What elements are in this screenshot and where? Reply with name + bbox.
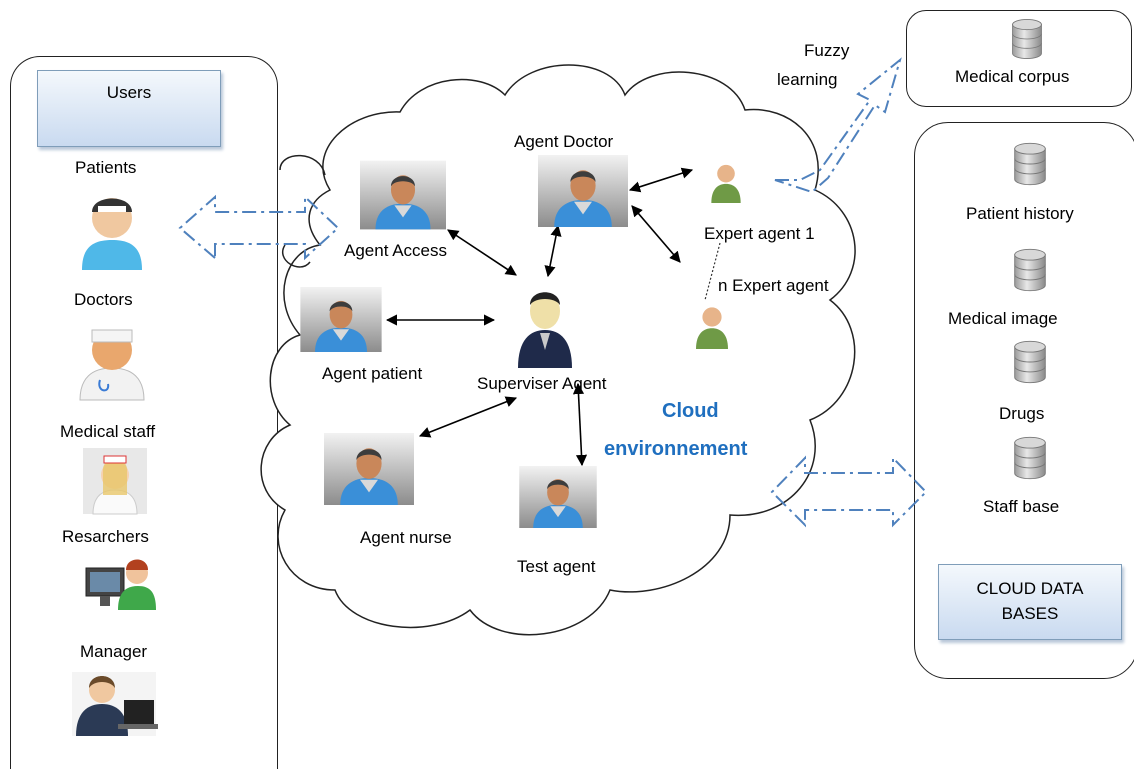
test-agent-icon [519, 466, 597, 528]
db-label-patient-history: Patient history [966, 204, 1074, 223]
researcher-icon [85, 559, 156, 610]
db-label-staff-base: Staff base [983, 497, 1060, 516]
cloud-title-line2: environnement [604, 438, 748, 460]
agent-doctor-icon [538, 155, 628, 227]
patient-icon [82, 198, 142, 270]
fuzzy-label: Fuzzy [804, 41, 850, 60]
patient-history-db-icon [1014, 142, 1046, 186]
agent-doctor-label: Agent Doctor [514, 132, 614, 151]
cloud-data-bases-line2: BASES [1001, 604, 1059, 623]
doctor-icon [79, 329, 145, 401]
medical-image-db-icon [1014, 248, 1046, 292]
expert-agent-n-label: n Expert agent [718, 276, 829, 295]
cloud-data-bases-box: CLOUD DATA BASES [938, 564, 1122, 640]
db-label-drugs: Drugs [999, 404, 1045, 423]
medical-corpus-label: Medical corpus [955, 67, 1070, 86]
agent-patient-icon [300, 287, 382, 352]
users-header-label: Users [106, 83, 152, 103]
agent-nurse-icon [324, 433, 414, 505]
db-label-medical-image: Medical image [948, 309, 1058, 328]
agent-access-icon [360, 160, 446, 230]
users-header: Users [37, 70, 221, 147]
nurse-icon [83, 448, 147, 515]
medical-staff-label: Medical staff [60, 422, 156, 441]
agent-nurse-label: Agent nurse [360, 528, 452, 547]
expert-agent-1-label: Expert agent 1 [704, 224, 815, 243]
researchers-label: Resarchers [62, 527, 149, 546]
manager-label: Manager [80, 642, 148, 661]
agent-access-label: Agent Access [344, 241, 448, 260]
agent-patient-label: Agent patient [322, 364, 423, 383]
fuzzy-learning-arrow [774, 57, 902, 194]
users-panel [10, 56, 278, 769]
medical-corpus-db-icon [1012, 18, 1042, 60]
supervisor-agent-icon [518, 292, 572, 368]
doctors-label: Doctors [74, 290, 133, 309]
agent-links [385, 167, 694, 467]
cloud-title-line1: Cloud [662, 400, 719, 422]
drugs-db-icon [1014, 340, 1046, 384]
expert-dotted-link [704, 242, 721, 301]
cloud-data-bases-line1: CLOUD DATA [976, 579, 1084, 599]
learning-label: learning [777, 70, 838, 89]
patients-label: Patients [75, 158, 137, 177]
staff-base-db-icon [1014, 436, 1046, 480]
manager-icon [72, 672, 158, 736]
test-agent-label: Test agent [517, 557, 596, 576]
superviser-agent-label: Superviser Agent [477, 374, 607, 393]
